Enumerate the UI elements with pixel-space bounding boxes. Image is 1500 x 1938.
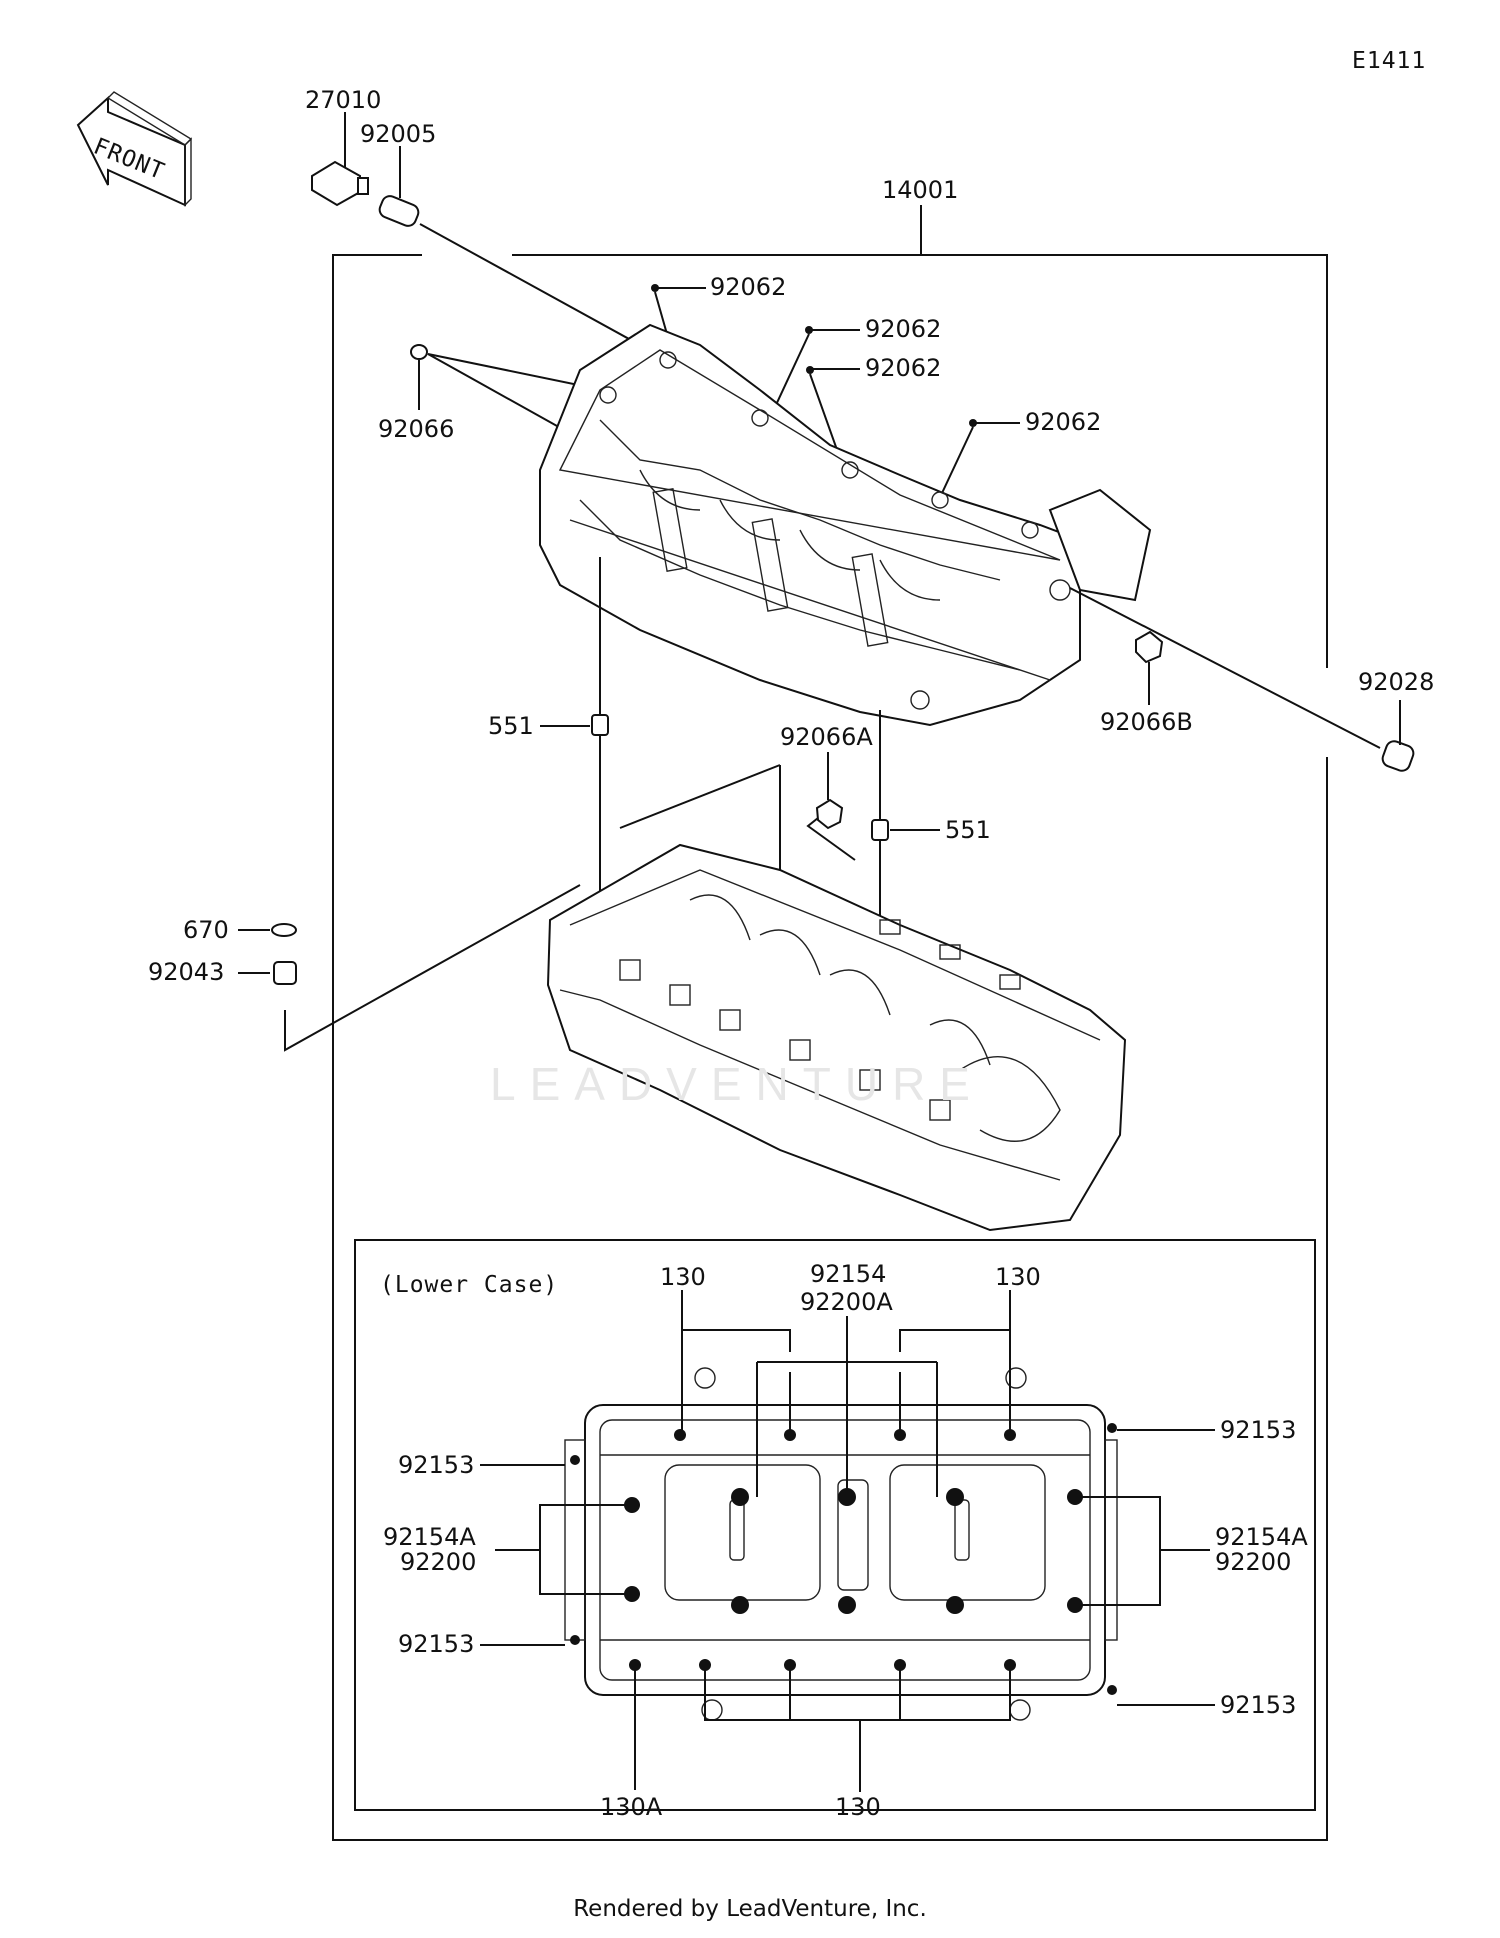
callout-670: 670 [183, 916, 229, 944]
callout-551-b: 551 [945, 816, 991, 844]
callout-14001: 14001 [882, 176, 958, 204]
part-551-dowel-b [871, 819, 889, 841]
part-92005-fitting [378, 195, 420, 227]
part-92043-collar [273, 961, 297, 985]
watermark: LEADVENTURE [490, 1058, 984, 1110]
screw-92062-c [806, 366, 814, 374]
inset-callout-92200A-top: 92200A [800, 1288, 893, 1316]
callout-92005: 92005 [360, 120, 436, 148]
lower-crankcase: LEADVENTURE [490, 843, 1127, 1232]
inset-callout-130-top-right: 130 [995, 1263, 1041, 1291]
inset-callout-92153-right-bottom: 92153 [1220, 1691, 1296, 1719]
diagram-id: E1411 [1352, 48, 1426, 74]
screw-92062-d [969, 419, 977, 427]
part-27010-switch [311, 160, 369, 207]
callout-92066A: 92066A [780, 723, 873, 751]
inset-callout-92153-left-top: 92153 [398, 1451, 474, 1479]
front-arrow-icon: FRONT [76, 91, 193, 207]
lower-case-top-view [564, 1367, 1118, 1721]
callout-92043: 92043 [148, 958, 224, 986]
inset-callout-130-bottom: 130 [835, 1793, 881, 1821]
part-551-dowel-a [591, 714, 609, 736]
callout-92062-a: 92062 [710, 273, 786, 301]
inset-leader-lines [480, 1290, 1215, 1792]
inset-callout-92200-left: 92200 [400, 1548, 476, 1576]
part-92028-bushing [1381, 740, 1415, 772]
inset-callout-130-top-left: 130 [660, 1263, 706, 1291]
callout-92062-c: 92062 [865, 354, 941, 382]
inset-callout-130A: 130A [600, 1793, 663, 1821]
callout-92062-b: 92062 [865, 315, 941, 343]
inset-callout-92154A-left: 92154A [383, 1523, 476, 1551]
upper-crankcase [539, 323, 1152, 727]
callout-551-a: 551 [488, 712, 534, 740]
callout-92066: 92066 [378, 415, 454, 443]
callout-92066B: 92066B [1100, 708, 1193, 736]
inset-callout-92154-top: 92154 [810, 1260, 886, 1288]
footer-credit: Rendered by LeadVenture, Inc. [573, 1896, 927, 1922]
lower-case-inset-frame [354, 1239, 1316, 1811]
inset-callout-92200-right: 92200 [1215, 1548, 1291, 1576]
main-frame-top [512, 254, 1328, 668]
part-670-o-ring [271, 923, 297, 937]
part-92066A-plug [815, 798, 844, 830]
part-92066-plug [410, 344, 428, 360]
callout-92062-d: 92062 [1025, 408, 1101, 436]
main-frame [332, 254, 1328, 1841]
callout-27010: 27010 [305, 86, 381, 114]
inset-title: (Lower Case) [380, 1272, 558, 1298]
part-92066B-plug [1135, 630, 1164, 664]
inset-callout-92154A-right: 92154A [1215, 1523, 1308, 1551]
inset-callout-92153-right-top: 92153 [1220, 1416, 1296, 1444]
screw-92062-a [651, 284, 659, 292]
screw-92062-b [805, 326, 813, 334]
inset-callout-92153-left-bottom: 92153 [398, 1630, 474, 1658]
callout-92028: 92028 [1358, 668, 1434, 696]
